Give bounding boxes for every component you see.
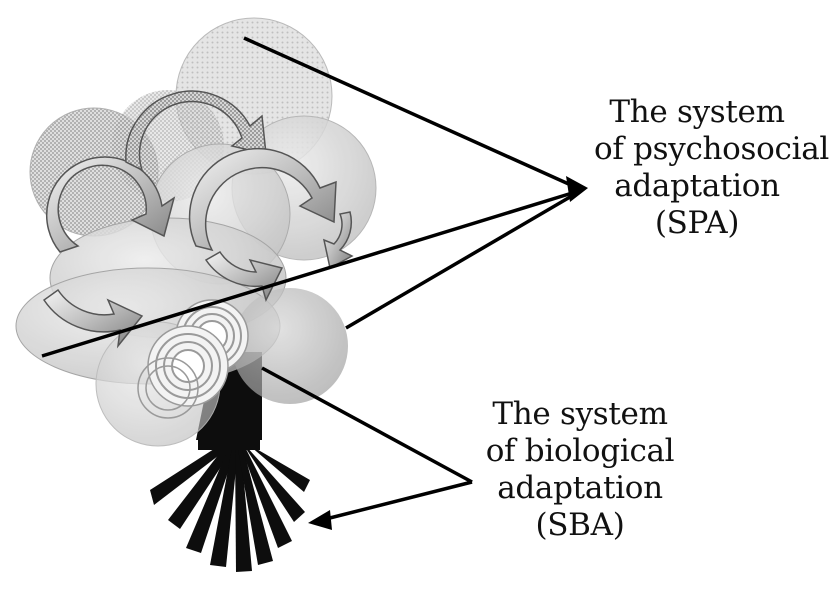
roots [150,430,310,572]
spa-label-line: adaptation [614,168,780,204]
spa-label-line: The system [609,94,785,130]
spa-label-line: (SPA) [654,205,740,241]
spa-label-line: of psychosocial [594,131,829,167]
sba-arrowhead [308,510,332,530]
sba-label-line: adaptation [497,470,663,506]
spa-pointer-lines [41,36,588,358]
spa-arrowhead [566,176,588,202]
sba-label-line: The system [492,396,668,432]
sba-pointer-lines [261,366,473,530]
spa-label: The system of psychosocial adaptation (S… [594,94,829,242]
concentric-rings [137,299,249,419]
sba-label-line: (SBA) [535,507,625,543]
sba-label-line: of biological [485,433,675,469]
circular-arrows [42,90,354,349]
sba-label: The system of biological adaptation (SBA… [482,396,678,544]
